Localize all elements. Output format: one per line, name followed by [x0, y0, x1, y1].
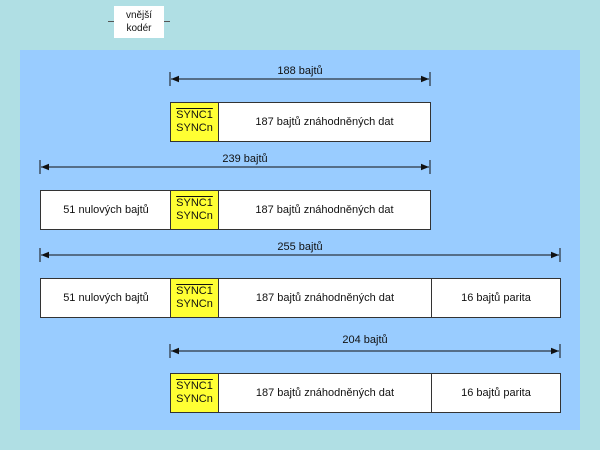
data-label: 187 bajtů znáhodněných dat [255, 116, 394, 128]
data-label: 187 bajtů znáhodněných dat [255, 204, 394, 216]
dim-255-label: 255 bajtů [277, 241, 323, 253]
parity-label: 16 bajtů parita [461, 387, 531, 399]
tag-dash-left [108, 21, 114, 22]
data-cell: 187 bajtů znáhodněných dat [219, 103, 430, 141]
sync-cell: SYNC1 SYNCn [170, 279, 219, 317]
zeros-label: 51 nulových bajtů [63, 204, 149, 216]
frame-255: 51 nulových bajtů SYNC1 SYNCn 187 bajtů … [40, 278, 561, 318]
dim-239-label: 239 bajtů [222, 153, 268, 165]
syncn-label: SYNCn [176, 298, 213, 310]
tag-line-1: vnější [125, 10, 153, 21]
parity-label: 16 bajtů parita [461, 292, 531, 304]
sync1-label: SYNC1 [176, 109, 213, 121]
data-cell: 187 bajtů znáhodněných dat [219, 279, 431, 317]
syncn-label: SYNCn [176, 122, 213, 134]
parity-cell: 16 bajtů parita [431, 374, 560, 412]
sync1-label: SYNC1 [176, 197, 213, 209]
frame-239: 51 nulových bajtů SYNC1 SYNCn 187 bajtů … [40, 190, 431, 230]
parity-cell: 16 bajtů parita [431, 279, 560, 317]
tag-line-2: kodér [126, 23, 152, 34]
sync-cell: SYNC1 SYNCn [170, 103, 219, 141]
outer-coder-tag: vnější kodér [108, 6, 170, 38]
data-cell: 187 bajtů znáhodněných dat [219, 191, 430, 229]
data-label: 187 bajtů znáhodněných dat [255, 387, 395, 399]
zeros-cell: 51 nulových bajtů [41, 279, 171, 317]
zeros-label: 51 nulových bajtů [63, 292, 149, 304]
sync-cell: SYNC1 SYNCn [170, 191, 219, 229]
frame-204: SYNC1 SYNCn 187 bajtů znáhodněných dat 1… [170, 373, 561, 413]
data-cell: 187 bajtů znáhodněných dat [219, 374, 431, 412]
dim-188-label: 188 bajtů [277, 65, 323, 77]
sync1-label: SYNC1 [176, 380, 213, 392]
tag-dash-right [164, 21, 170, 22]
frame-188: SYNC1 SYNCn 187 bajtů znáhodněných dat [170, 102, 431, 142]
dim-204-label: 204 bajtů [342, 334, 388, 346]
sync1-label: SYNC1 [176, 285, 213, 297]
syncn-label: SYNCn [176, 210, 213, 222]
data-label: 187 bajtů znáhodněných dat [255, 292, 395, 304]
syncn-label: SYNCn [176, 393, 213, 405]
zeros-cell: 51 nulových bajtů [41, 191, 171, 229]
sync-cell: SYNC1 SYNCn [170, 374, 219, 412]
